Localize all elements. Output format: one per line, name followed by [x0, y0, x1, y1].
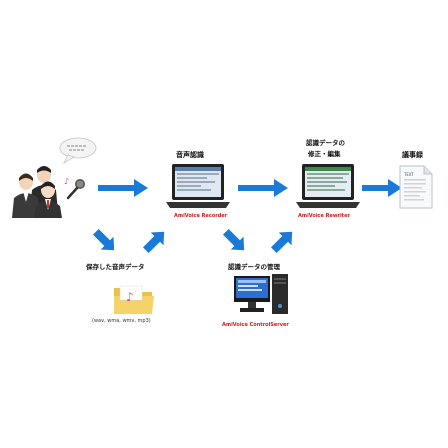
arrow-icon	[270, 231, 293, 254]
arrow-icon	[142, 231, 165, 254]
arrow-icon	[98, 179, 148, 197]
recognition-label: 音声認識	[176, 151, 204, 159]
rewriter-label: AmiVoice Rewriter	[298, 213, 350, 219]
control-server-label: AmiVoice ControlServer	[222, 322, 289, 328]
minutes-label: 議事録	[402, 151, 423, 159]
desktop-computer-icon	[234, 274, 288, 314]
people-icon	[12, 166, 62, 218]
edit-title-line2: 修正・編集	[308, 150, 341, 158]
arrow-icon	[92, 228, 115, 251]
recorder-label: AmiVoice Recorder	[174, 213, 228, 219]
arrow-icon	[362, 179, 402, 197]
folder-icon	[114, 285, 154, 314]
edit-title-line1: 認識データの	[306, 139, 345, 147]
svg-text:♪: ♪	[64, 177, 69, 186]
laptop-icon	[166, 164, 230, 208]
audio-formats: (wav, wma, wmv, mp3)	[92, 318, 151, 324]
document-tag: TEXT	[404, 172, 414, 177]
speech-bubble-icon	[59, 137, 97, 165]
microphone-icon: ♪	[64, 177, 85, 200]
music-note-icon: ♪	[126, 290, 134, 304]
data-management-label: 認識データの管理	[228, 263, 280, 271]
document-icon	[399, 165, 433, 209]
arrow-icon	[238, 179, 288, 197]
saved-audio-label: 保存した音声データ	[86, 263, 145, 271]
arrow-icon	[222, 228, 245, 251]
laptop-icon	[296, 164, 360, 208]
